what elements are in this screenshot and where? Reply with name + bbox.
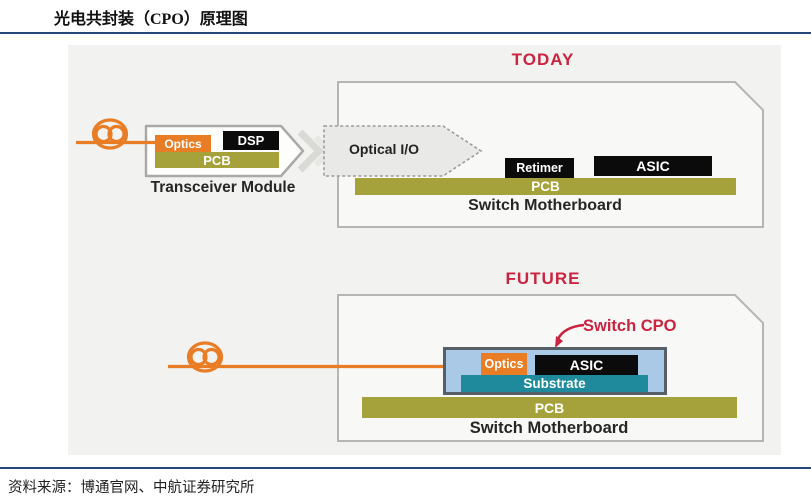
fiber-coil-icon <box>186 341 224 373</box>
optical-io-arrow-shape <box>323 125 483 177</box>
footer-divider <box>0 467 811 469</box>
future-pcb-bar: PCB <box>362 397 737 418</box>
cpo-pointer-arrowhead <box>555 336 563 348</box>
cpo-optics-chip: Optics <box>481 353 527 375</box>
optical-io-label: Optical I/O <box>348 141 419 157</box>
switch-cpo-callout: Switch CPO <box>583 317 677 335</box>
source-note: 资料来源：博通官网、中航证券研究所 <box>8 480 255 496</box>
transceiver-pcb-bar: PCB <box>155 152 279 168</box>
flow-chevron-icon <box>297 129 324 173</box>
figure-title: 光电共封装（CPO）原理图 <box>54 11 248 28</box>
future-motherboard-caption: Switch Motherboard <box>469 419 629 437</box>
asic-chip-today: ASIC <box>594 156 712 176</box>
today-motherboard-caption: Switch Motherboard <box>468 197 622 214</box>
cpo-pointer-arrow <box>556 323 585 340</box>
transceiver-caption: Transceiver Module <box>150 179 296 196</box>
retimer-chip: Retimer <box>505 158 574 178</box>
fiber-coil-icon <box>91 118 129 150</box>
header-divider <box>0 32 811 34</box>
transceiver-optics-chip: Optics <box>155 135 211 152</box>
today-heading: TODAY <box>511 50 575 69</box>
asic-chip-future: ASIC <box>535 355 638 375</box>
substrate-bar: Substrate <box>461 375 648 392</box>
future-heading: FUTURE <box>505 269 581 288</box>
transceiver-dsp-chip: DSP <box>223 131 279 150</box>
today-pcb-bar: PCB <box>355 178 736 195</box>
